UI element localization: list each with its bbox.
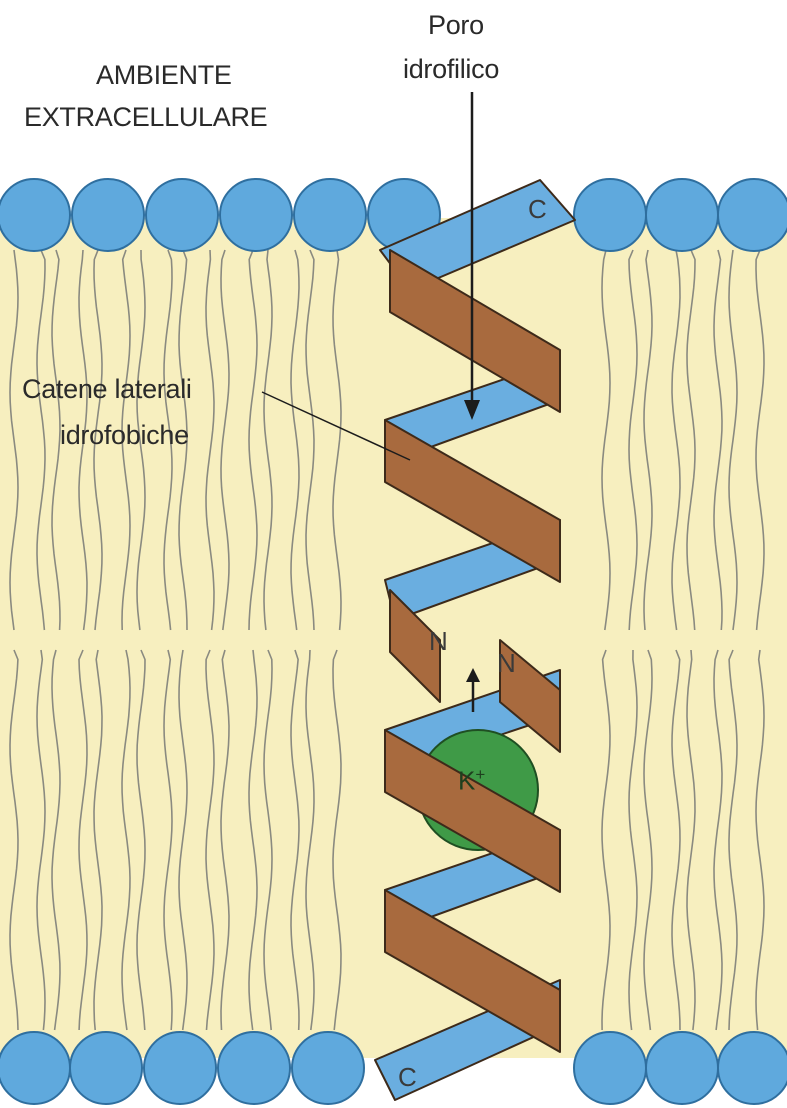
label-chains-line2: idrofobiche: [60, 418, 189, 452]
lipid-head-top: [0, 179, 70, 251]
lipid-head-top: [294, 179, 366, 251]
ion-label: K+: [458, 762, 485, 794]
ion-charge: +: [475, 765, 485, 784]
lipid-head-bottom: [218, 1032, 290, 1104]
c-terminal-top: C: [528, 196, 547, 222]
lipid-head-top: [574, 179, 646, 251]
label-pore-line2: idrofilico: [403, 52, 499, 86]
lipid-head-bottom: [646, 1032, 718, 1104]
lipid-head-bottom: [144, 1032, 216, 1104]
lipid-head-bottom: [574, 1032, 646, 1104]
lipid-head-bottom: [292, 1032, 364, 1104]
lipid-head-top: [646, 179, 718, 251]
label-extracellular-line2: EXTRACELLULARE: [24, 100, 267, 134]
c-terminal-bottom: C: [398, 1064, 417, 1090]
lipid-head-top: [220, 179, 292, 251]
label-chains-line1: Catene laterali: [22, 372, 192, 406]
lipid-head-bottom: [0, 1032, 70, 1104]
ion-symbol: K: [458, 766, 475, 796]
label-pore-line1: Poro: [428, 8, 484, 42]
label-extracellular-line1: AMBIENTE: [96, 58, 232, 92]
n-terminal-right: N: [497, 650, 516, 676]
lipid-head-top: [718, 179, 787, 251]
lipid-head-top: [146, 179, 218, 251]
lipid-head-bottom: [70, 1032, 142, 1104]
lipid-head-top: [72, 179, 144, 251]
lipid-head-bottom: [718, 1032, 787, 1104]
n-terminal-left: N: [429, 628, 448, 654]
